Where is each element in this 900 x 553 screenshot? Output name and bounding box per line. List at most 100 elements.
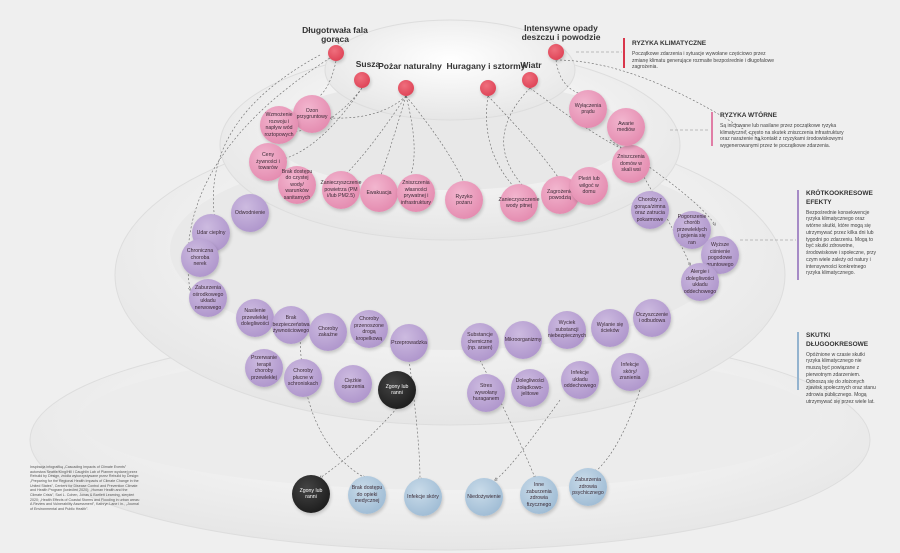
short-term-effect-node: Zaburzenia ośrodkowego układu nerwowego [189,279,227,317]
node-label: Wzmożenie rozwoju i napływ wód roztopowy… [264,112,294,138]
legend-secondary-risks: RYZYKA WTÓRNE Są inicjowane lub nasilane… [715,112,850,150]
node-label: Ewakuacja [366,189,392,196]
secondary-risk-node: Pleśń lub wilgoć w domu [570,167,608,205]
short-term-effect-node: Wyższe ciśnienie pogodowe gruntowego [701,236,739,274]
climate-risk-node [480,80,496,96]
climate-risk-node [328,45,344,61]
legend-text: Opóźnione w czasie skutki ryzyka klimaty… [806,351,876,405]
secondary-risk-node: Wzmożenie rozwoju i napływ wód roztopowy… [260,106,298,144]
node-label: Zgony lub ranni [299,487,323,501]
legend-text: Początkowe zdarzenia i sytuacje wywołane… [632,50,775,71]
short-term-effect-node: Infekcje skóry/ zranienia [611,353,649,391]
legend-long-term-effects: SKUTKI DŁUGOOKRESOWE Opóźnione w czasie … [801,332,876,406]
node-label: Infekcje skóry [407,493,439,500]
short-term-effect-node: Choroby zakaźne [309,313,347,351]
node-label: Choroby przenoszone drogą kropelkową [354,316,384,342]
node-label: Choroby płucne w schroniskach [287,368,319,388]
short-term-effect-node: Choroby przenoszone drogą kropelkową [350,310,388,348]
node-label: Pogorszenie chorób przewlekłych i gojeni… [677,213,707,246]
climate-risk-node [354,72,370,88]
climate-risk-label: Huragany i sztormy [446,61,526,71]
secondary-risk-node: Ozon przygruntowy [293,95,331,133]
node-label: Stres wywołany huraganem [472,383,500,403]
node-label: Pleśń lub wilgoć w domu [578,176,600,196]
long-term-effect-node: Zgony lub ranni [292,475,330,513]
node-label: Zanieczyszczenie powietrza (PM i/lub PM2… [320,180,362,200]
node-label: Brak dostępu do czystej wody/ warunków s… [281,168,313,201]
secondary-risk-node: Awarie mediów [607,108,645,146]
node-label: Choroby z gorąca/zimna oraz zatrucia pok… [634,197,666,223]
short-term-effect-node: Choroby z gorąca/zimna oraz zatrucia pok… [631,191,669,229]
node-label: Wyciek substancji niebezpiecznych [547,320,587,340]
long-term-effect-node: Niedożywienie [465,478,503,516]
node-label: Niedożywienie [467,493,501,500]
node-label: Wylanie się ścieków [596,321,624,335]
short-term-effect-node: Alergie i dolegliwości układu oddechoweg… [681,263,719,301]
node-label: Przerwanie terapii choroby przewlekłej [251,355,277,381]
node-label: Wyższe ciśnienie pogodowe gruntowego [706,242,734,268]
node-label: Substancje chemiczne (np. arsen) [467,332,493,352]
node-label: Udar cieplny [196,229,226,236]
node-label: Inne zaburzenia zdrowia fizycznego [526,482,552,508]
secondary-risk-node: Ryzyko pożaru [445,181,483,219]
short-term-effect-node: Nasilenie przewlekłej dolegliwości [236,299,274,337]
short-term-effect-node: Infekcje układu oddechowego [561,361,599,399]
secondary-risk-node: Wyłączenia prądu [569,90,607,128]
node-label: Dolegliwości żołądkowo-jelitowe [515,378,545,398]
legend-title: KRÓTKOOKRESOWE EFEKTY [806,190,873,206]
short-term-effect-node: Przerwanie terapii choroby przewlekłej [245,349,283,387]
long-term-effect-node: Brak dostępu do opieki medycznej [348,476,386,514]
node-label: Alergie i dolegliwości układu oddechoweg… [683,269,717,295]
short-term-effect-node: Choroby płucne w schroniskach [284,359,322,397]
secondary-risk-node: Zniszczenia własności prywatnej i infras… [397,174,435,212]
climate-risk-node [522,72,538,88]
short-term-effect-node: Wylanie się ścieków [591,309,629,347]
node-label: Oczyszczenie i odbudowa [636,311,668,325]
node-label: Awarie mediów [617,120,635,134]
climate-risk-label: Wiatr [520,60,542,70]
long-term-effect-node: Infekcje skóry [404,478,442,516]
short-term-effect-node: Substancje chemiczne (np. arsen) [461,323,499,361]
node-label: Infekcje układu oddechowego [563,370,597,390]
short-term-effect-node: Stres wywołany huraganem [467,374,505,412]
node-label: Zniszczenia domów w skali wsi [617,154,645,174]
short-term-effect-node: Chroniczna choroba nerek [181,239,219,277]
node-label: Ozon przygruntowy [296,107,328,121]
node-label: Chroniczna choroba nerek [186,248,214,268]
node-label: Zanieczyszczenie wody pitnej [498,196,540,210]
node-label: Infekcje skóry/ zranienia [619,362,641,382]
long-term-effect-node: Inne zaburzenia zdrowia fizycznego [520,476,558,514]
node-label: Brak bezpieczeństwa żywnościowego [272,315,310,335]
short-term-effect-node: Zgony lub ranni [378,371,416,409]
node-label: Przeprowadzka [391,339,427,346]
climate-risk-label: Intensywne opady deszczu i powodzie [521,23,601,43]
short-term-effect-node: Brak bezpieczeństwa żywnościowego [272,306,310,344]
source-note: Inspiracja infografiką „Cascading Impact… [30,465,140,512]
legend-title: RYZYKA WTÓRNE [720,112,777,119]
node-label: Mikroorganizmy [504,336,542,343]
legend-text: Bezpośrednie konsekwencje ryzyka klimaty… [806,209,877,277]
long-term-effect-node: Zaburzenia zdrowia psychicznego [569,468,607,506]
secondary-risk-node: Zanieczyszczenie wody pitnej [498,184,540,222]
legend-text: Są inicjowane lub nasilane przez początk… [720,122,844,150]
node-label: Zniszczenia własności prywatnej i infras… [401,180,431,206]
node-label: Choroby zakaźne [318,325,338,339]
node-label: Nasilenie przewlekłej dolegliwości [241,308,269,328]
node-label: Brak dostępu do opieki medycznej [351,485,383,505]
short-term-effect-node: Ciężkie oparzenia [334,365,372,403]
secondary-risk-node: Ewakuacja [360,174,398,212]
climate-risk-node [398,80,414,96]
short-term-effect-node: Przeprowadzka [390,324,428,362]
node-label: Ceny żywności i towarów [256,152,280,172]
climate-risk-label: Długotrwała fala gorąca [302,25,368,45]
legend-short-term-effects: KRÓTKOOKRESOWE EFEKTY Bezpośrednie konse… [801,190,881,277]
secondary-risk-node: Zniszczenia domów w skali wsi [612,145,650,183]
secondary-risk-node: Brak dostępu do czystej wody/ warunków s… [278,166,316,204]
node-label: Ciężkie oparzenia [341,377,365,391]
short-term-effect-node: Dolegliwości żołądkowo-jelitowe [511,369,549,407]
secondary-risk-node: Zanieczyszczenie powietrza (PM i/lub PM2… [320,171,362,209]
legend-title: SKUTKI DŁUGOOKRESOWE [806,332,869,348]
climate-risk-node [548,44,564,60]
node-label: Odwodnienie [234,209,266,216]
